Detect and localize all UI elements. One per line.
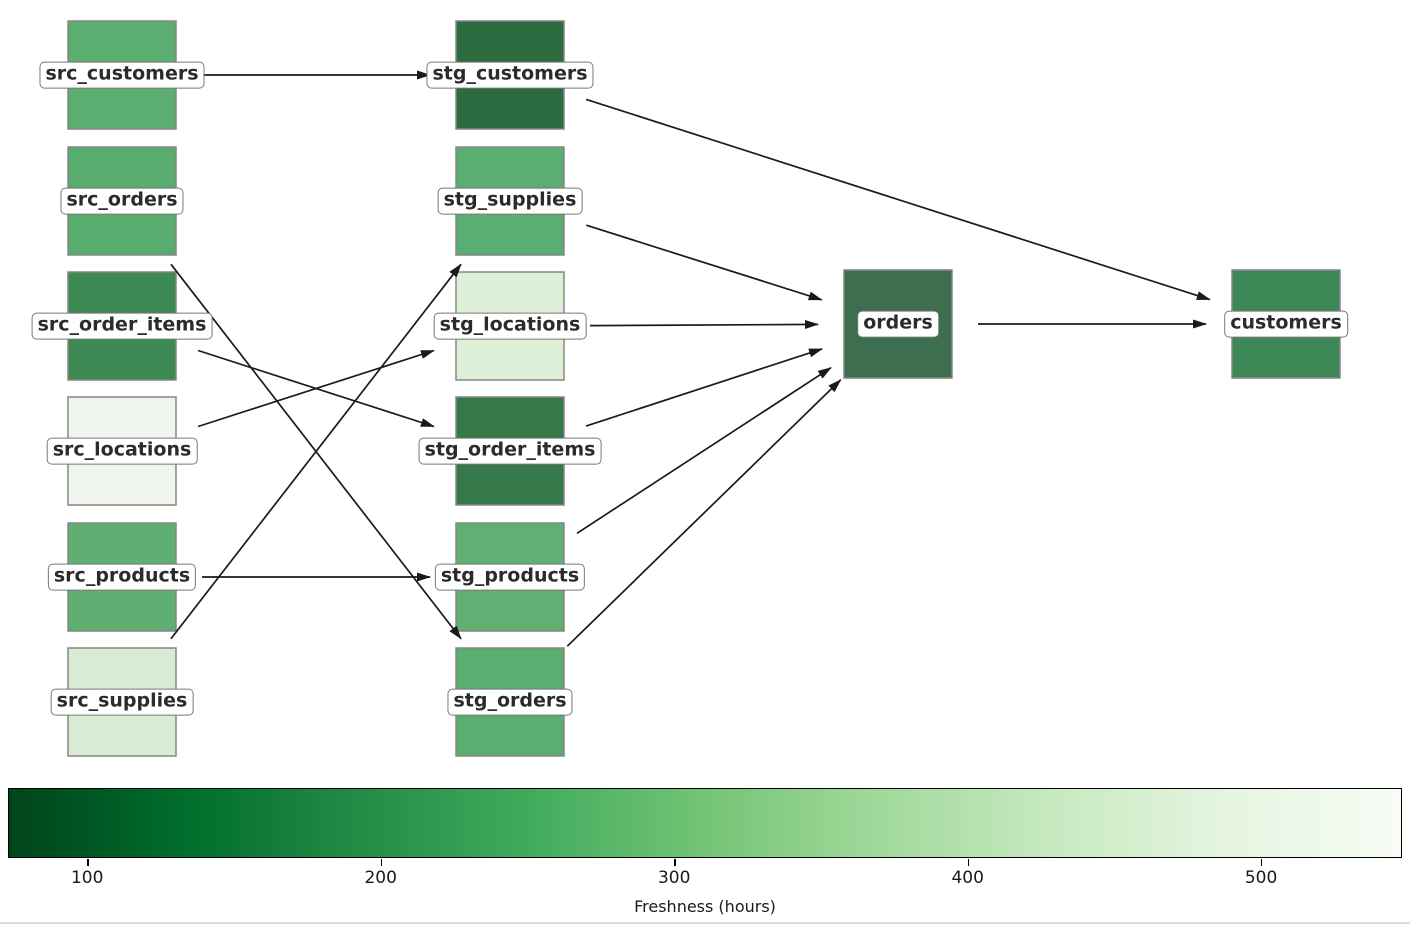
edges-layer <box>170 70 1211 647</box>
colorbar-tickmark-100 <box>87 859 89 866</box>
dag-canvas <box>67 20 1341 757</box>
node-square-src_supplies <box>67 647 177 757</box>
colorbar-tickmark-400 <box>967 859 970 866</box>
colorbar-ticklabel-100: 100 <box>70 868 104 888</box>
node-square-stg_orders <box>455 647 565 757</box>
node-square-src_products <box>67 522 177 632</box>
node-squares-layer <box>67 20 1341 757</box>
edge-stg_order_items-to-orders <box>585 348 823 427</box>
colorbar-ticklabel-300: 300 <box>657 868 691 888</box>
colorbar-tickmark-200 <box>380 859 383 866</box>
node-square-stg_order_items <box>455 396 565 506</box>
node-square-src_order_items <box>67 271 177 381</box>
colorbar-ticklabel-200: 200 <box>364 868 397 888</box>
node-square-stg_supplies <box>455 146 565 256</box>
node-square-src_orders <box>67 146 177 256</box>
colorbar-ticklabel-400: 400 <box>951 868 984 888</box>
node-square-stg_products <box>455 522 565 632</box>
edge-src_supplies-to-stg_supplies <box>170 263 462 640</box>
edge-stg_orders-to-orders <box>566 379 842 647</box>
colorbar-axis-label: Freshness (hours) <box>634 897 776 916</box>
figure-bottom-divider <box>0 922 1410 924</box>
edge-stg_customers-to-customers <box>585 98 1211 301</box>
node-square-customers <box>1231 269 1341 379</box>
edge-stg_locations-to-orders <box>589 319 819 329</box>
freshness-colorbar <box>8 788 1402 858</box>
colorbar-ticklabel-500: 500 <box>1244 868 1278 888</box>
colorbar-tickmark-300 <box>674 859 676 866</box>
node-square-stg_customers <box>455 20 565 130</box>
node-square-stg_locations <box>455 271 565 381</box>
node-square-orders <box>843 269 953 379</box>
edge-src_locations-to-stg_locations <box>197 349 435 428</box>
node-square-src_customers <box>67 20 177 130</box>
edge-stg_supplies-to-orders <box>586 224 823 301</box>
edge-stg_products-to-orders <box>576 366 832 535</box>
colorbar-tickmark-500 <box>1261 859 1263 866</box>
node-square-src_locations <box>67 396 177 506</box>
